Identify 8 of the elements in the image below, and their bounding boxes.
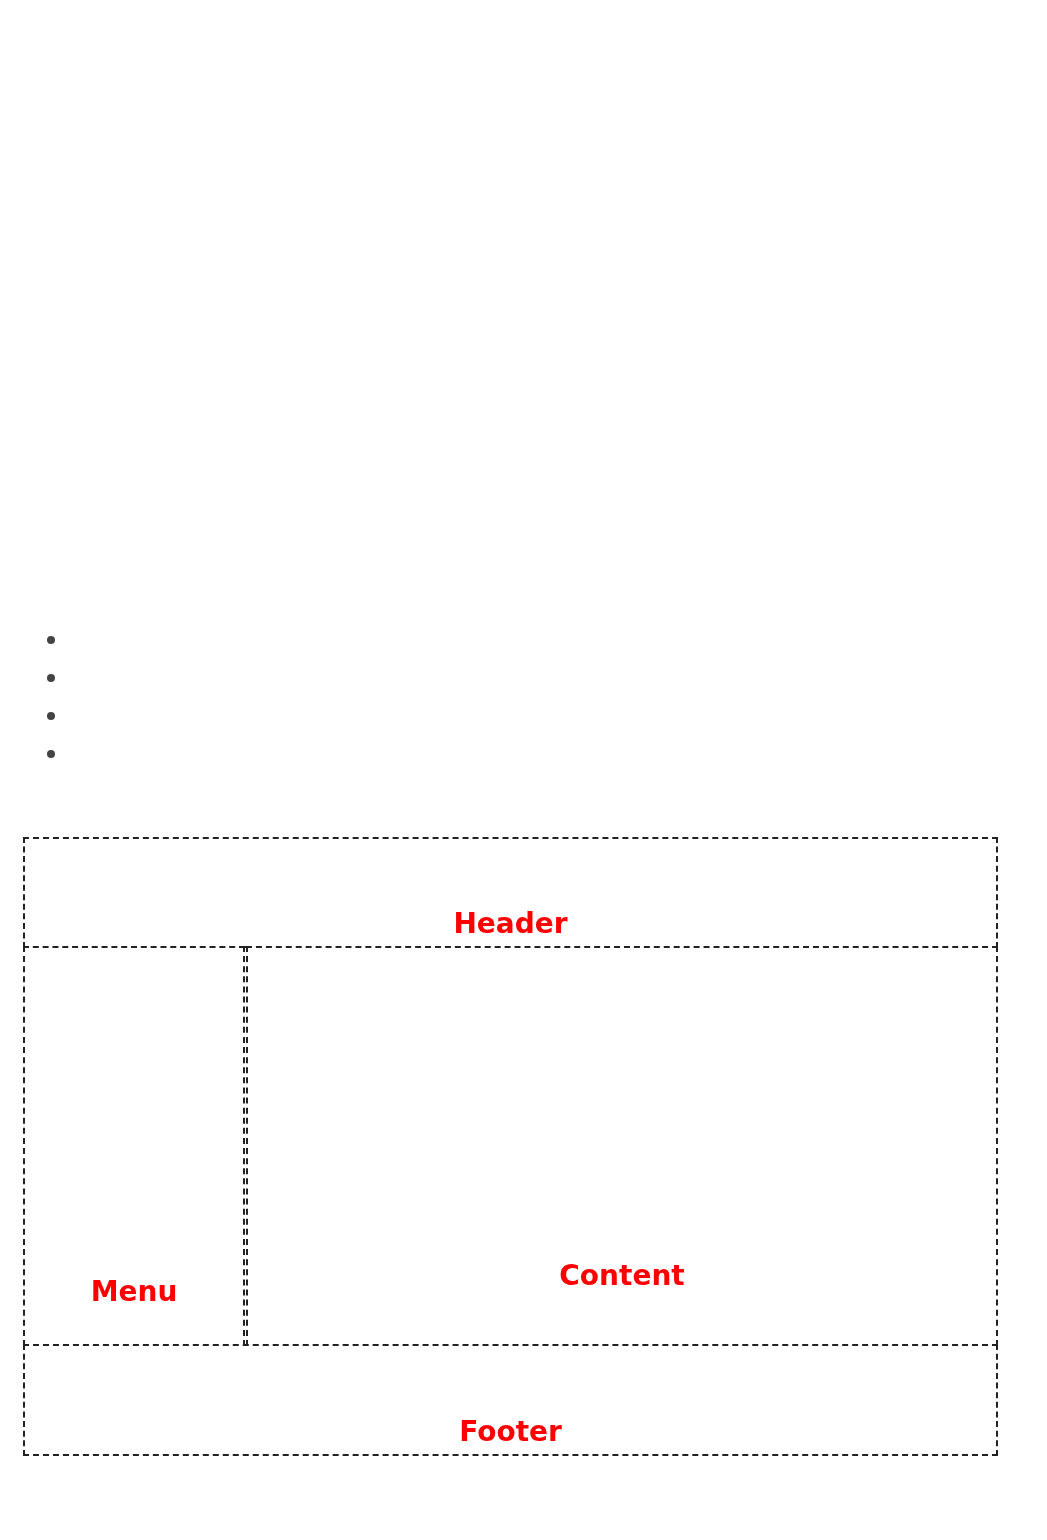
menu-region (23, 946, 245, 1346)
region-label: Footer (459, 1415, 562, 1449)
region-label: Menu (90, 1275, 178, 1309)
footer-region (23, 1344, 998, 1456)
content-region (246, 946, 998, 1346)
region-label: Header (453, 907, 568, 941)
region-label: Content (559, 1259, 685, 1293)
header-region (23, 837, 998, 948)
